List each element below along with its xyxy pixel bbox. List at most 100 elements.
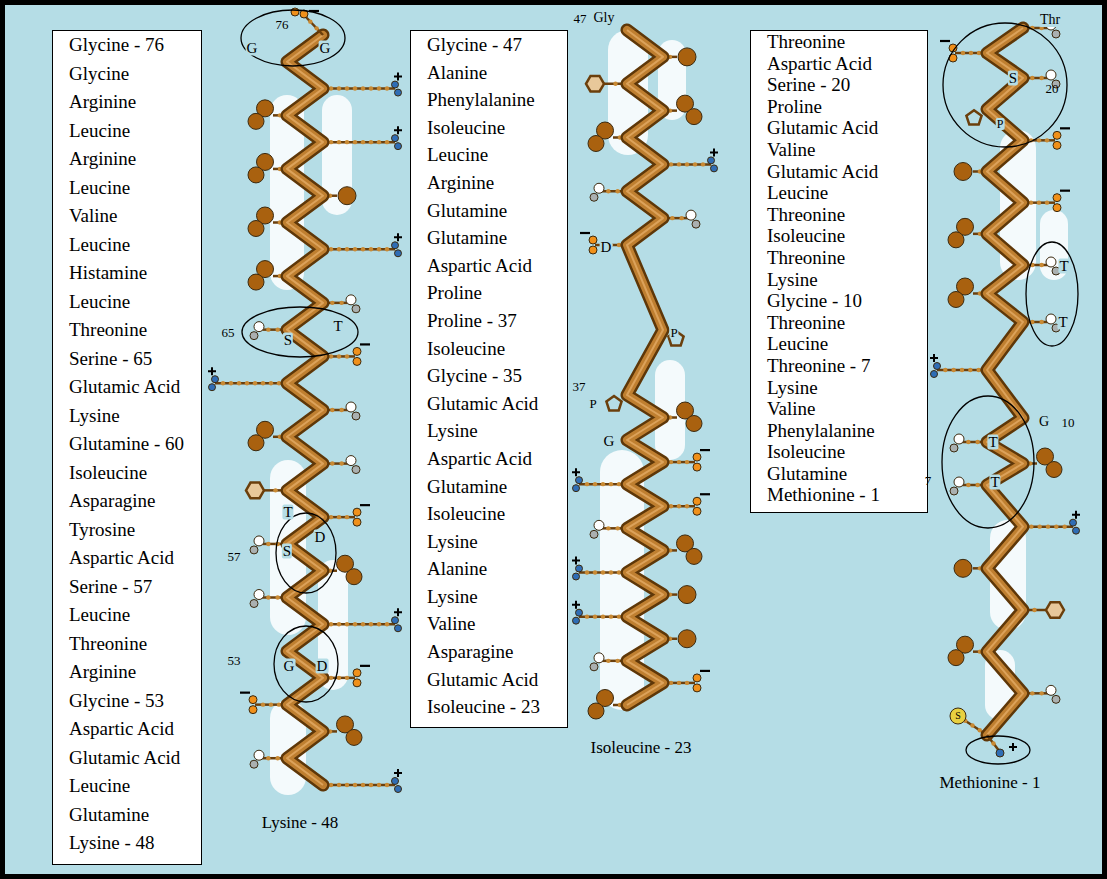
amino-acid-name: Glycine - 47 [427,31,522,59]
carboxyl-atom [1053,194,1061,202]
polar-atom [950,487,958,495]
bond-dot [345,676,349,680]
bond-dot [385,247,389,251]
bond-dot [237,381,241,385]
hydrophobic-group [678,630,696,648]
charge-minus [360,504,370,506]
bond-dot [613,82,617,86]
bond-dot [978,728,982,732]
hydrophobic-group [948,650,964,666]
amino-acid-name: Alanine [427,555,487,583]
bond-dot [361,86,365,90]
carboxyl-atom [249,706,257,714]
amino-acid-name: Aspartic Acid [69,544,174,573]
hydrophobic-group [338,187,356,205]
amino-acid-name: Glutamic Acid [69,373,180,402]
bond-dot [337,676,341,680]
backbone-outline [627,30,663,705]
amine-atom [209,384,216,391]
bond-line [323,623,395,626]
carboxyl-atom [353,347,361,355]
bond-dot [593,482,597,486]
amino-acid-name: Glutamic Acid [69,744,180,773]
hydrophobic-group [678,586,696,604]
strand-label: S [283,333,293,348]
bond-dot [353,86,357,90]
hydrophobic-group [686,548,702,564]
hydrophobic-group [248,113,264,129]
bond-dot [330,461,334,465]
amine-atom [711,165,718,172]
charge-plus [710,148,718,156]
charge-plus [1072,511,1080,519]
bond-dot [685,504,689,508]
charge-plus [394,608,402,616]
bond-dot [361,622,365,626]
strand-label: D [314,530,327,545]
amino-acid-name: Serine - 65 [69,345,152,374]
amino-acid-name: Glutamic Acid [767,161,878,183]
charge-minus [700,493,710,495]
bond-dot [273,488,277,492]
amino-acid-name: Isoleucine [69,459,147,488]
bond-dot [609,482,613,486]
polar-atom [590,663,598,671]
bond-dot [969,51,973,55]
bond-dot [345,140,349,144]
bond-dot [337,783,341,787]
charge-plus [930,354,938,362]
polar-atom [352,305,360,313]
amine-atom [1073,527,1080,534]
aromatic-ring [1046,602,1064,618]
highlight-circle [274,626,338,702]
hydroxyl-atom [254,322,264,332]
strand-label: 53 [228,654,241,667]
hydroxyl-atom [254,536,264,546]
amino-acid-name: Glycine - 10 [767,290,862,312]
amino-acid-name: Leucine [69,174,130,203]
bond-line [663,163,711,166]
amino-acid-name: Isoleucine [427,500,505,528]
charge-minus [240,692,250,694]
bond-dot [1045,200,1049,204]
amine-atom [395,143,402,150]
bond-dot [1039,320,1043,324]
bond-dot [606,189,610,193]
amine-atom [573,485,580,492]
bond-dot [377,86,381,90]
bond-dot [975,440,979,444]
bond-dot [609,570,613,574]
bond-dot [337,86,341,90]
amino-acid-list: ThreonineAspartic AcidSerine - 20Proline… [750,30,928,513]
amino-acid-name: Asparagine [69,487,156,516]
amino-acid-name: Valine [69,202,118,231]
bond-dot [606,526,610,530]
hydroxyl-atom [254,750,264,760]
hydrophobic-group [954,559,972,577]
charge-plus [394,73,402,81]
hydroxyl-atom [1046,685,1056,695]
strand-label: S [282,544,292,559]
polar-atom [950,444,958,452]
amino-acid-name: Isoleucine [767,225,845,247]
amino-acid-name: Isoleucine [427,335,505,363]
bond-dot [266,327,270,331]
proline-ring [966,110,981,124]
strand-label: 57 [228,550,241,563]
amino-acid-name: Valine [767,139,816,161]
hydroxyl-atom [686,210,696,220]
charge-minus [580,232,590,234]
strand-label: P [996,118,1005,130]
aromatic-ring [586,76,604,92]
charge-plus [572,601,580,609]
amino-acid-name: Aspartic Acid [69,715,174,744]
bond-dot [1054,524,1058,528]
bond-dot [1045,138,1049,142]
highlight-circle [242,307,358,357]
bond-dot [229,381,233,385]
amino-acid-name: Leucine [69,288,130,317]
bond-dot [670,216,674,220]
strand-label: Gly [594,11,615,25]
bond-dot [377,622,381,626]
amino-acid-name: Lysine [427,528,478,556]
